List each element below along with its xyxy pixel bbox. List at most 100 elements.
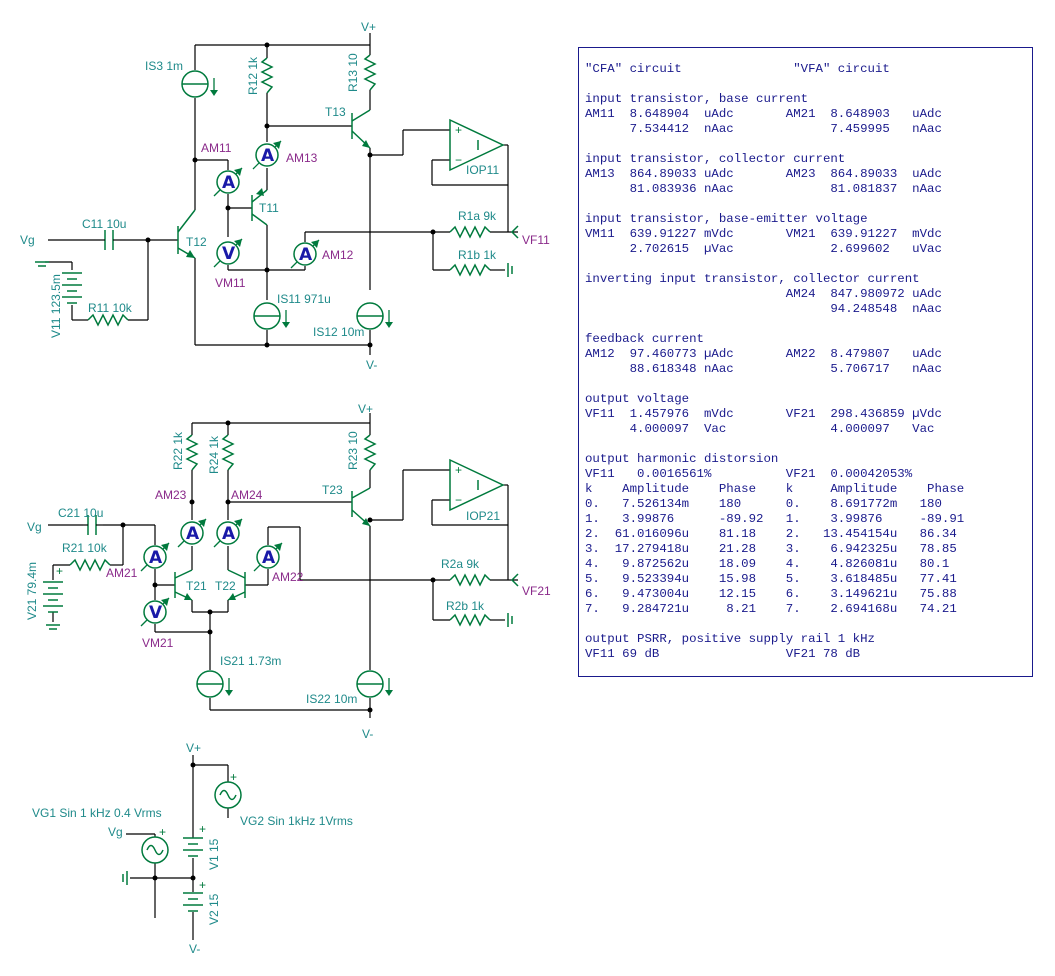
label: IOP21	[466, 509, 500, 523]
c21-capacitor	[83, 515, 103, 535]
svg-text:A: A	[299, 245, 313, 265]
report-line: feedback current	[585, 332, 704, 346]
report-line: AM11 8.648904 uAdc AM21 8.648903 uAdc	[585, 107, 942, 121]
label: V2 15	[207, 893, 221, 925]
svg-text:+: +	[230, 770, 237, 784]
ground-icon	[507, 612, 513, 628]
am13-ammeter: A	[252, 140, 282, 170]
label: R22 1k	[171, 431, 185, 470]
svg-text:A: A	[149, 548, 163, 568]
ground-icon	[45, 624, 61, 630]
is22-current-source	[356, 670, 394, 698]
label: AM22	[272, 570, 304, 584]
report-line: inverting input transistor, collector cu…	[585, 272, 920, 286]
label: VM11	[215, 276, 246, 290]
label: V21 79.4m	[25, 562, 39, 620]
v11-battery	[62, 272, 82, 304]
label: IOP11	[466, 163, 499, 177]
r23-resistor	[363, 434, 377, 471]
vfa-circuit: + A A A V A + − V+ V- R22 1k R24 1k R23 …	[25, 402, 551, 741]
svg-text:A: A	[262, 548, 276, 568]
report-line: input transistor, base-emitter voltage	[585, 212, 868, 226]
vm11-voltmeter: V	[213, 238, 243, 268]
svg-text:+: +	[159, 825, 166, 839]
label: AM23	[155, 488, 187, 502]
report-line: VF11 69 dB VF21 78 dB	[585, 647, 861, 661]
t12-transistor	[177, 209, 196, 259]
label: T12	[186, 235, 207, 249]
v1-battery: +	[183, 822, 206, 857]
r21-resistor	[69, 558, 111, 572]
report-line: output voltage	[585, 392, 690, 406]
report-line: 7. 9.284721u 8.21 7. 2.694168u 74.21	[585, 602, 957, 616]
report-line: AM13 864.89033 uAdc AM23 864.89033 uAdc	[585, 167, 942, 181]
label: Vg	[20, 233, 35, 247]
report-line: 94.248548 nAac	[585, 302, 942, 316]
label: Vg	[108, 825, 123, 839]
ground-icon	[34, 261, 50, 267]
label: V11 123.5m	[49, 274, 63, 338]
vm21-voltmeter: V	[140, 597, 170, 627]
svg-text:A: A	[261, 146, 275, 166]
label: VM21	[142, 636, 174, 650]
label: IS21 1.73m	[220, 654, 281, 668]
is21-current-source	[196, 670, 234, 698]
label: R1a 9k	[458, 209, 497, 223]
svg-text:V: V	[149, 603, 163, 623]
am12-ammeter: A	[290, 239, 320, 269]
svg-text:A: A	[222, 524, 236, 544]
r2a-resistor	[449, 573, 491, 587]
label: VG2 Sin 1kHz 1Vrms	[240, 814, 353, 828]
report-line: 0. 7.526134m 180 0. 8.691772m 180	[585, 497, 942, 511]
report-line: 6. 9.473004u 12.15 6. 3.149621u 75.88	[585, 587, 957, 601]
report-line: VF11 1.457976 mVdc VF21 298.436859 µVdc	[585, 407, 942, 421]
t23-transistor	[351, 487, 371, 527]
label: VG1 Sin 1 kHz 0.4 Vrms	[32, 806, 162, 820]
label: T21	[186, 579, 207, 593]
iop11-opamp: + −	[449, 118, 505, 172]
t22-transistor	[227, 569, 246, 601]
label: R11 10k	[88, 301, 133, 315]
am23-ammeter: A	[177, 518, 207, 548]
report-line: AM24 847.980972 uAdc	[585, 287, 942, 301]
is3-current-source	[181, 70, 219, 98]
label: IS12 10m	[313, 325, 364, 339]
svg-text:+: +	[199, 822, 206, 836]
svg-text:+: +	[455, 123, 462, 137]
r11-resistor	[87, 313, 129, 327]
label: R2b 1k	[446, 599, 485, 613]
svg-text:−: −	[455, 153, 462, 167]
v2-battery: +	[183, 878, 206, 912]
label: T23	[322, 483, 343, 497]
c11-capacitor	[100, 230, 120, 250]
report-line: k Amplitude Phase k Amplitude Phase	[585, 482, 965, 496]
report-line: AM12 97.460773 µAdc AM22 8.479807 uAdc	[585, 347, 942, 361]
label: V+	[358, 402, 373, 416]
cfa-circuit: A A V A + − V+ V- IS3 1m R12 1k R13 10 T…	[20, 20, 550, 372]
report-line: "CFA" circuit "VFA" circuit	[585, 62, 890, 76]
svg-text:+: +	[199, 878, 206, 892]
report-line: 4.000097 Vac 4.000097 Vac	[585, 422, 935, 436]
r22-resistor	[185, 434, 199, 471]
report-line: output PSRR, positive supply rail 1 kHz	[585, 632, 875, 646]
report-line: 81.083936 nAac 81.081837 nAac	[585, 182, 942, 196]
label: R21 10k	[62, 541, 108, 555]
report-line: 2.702615 µVac 2.699602 uVac	[585, 242, 942, 256]
v21-battery: +	[43, 564, 63, 613]
r2b-resistor	[449, 613, 491, 627]
svg-text:A: A	[186, 524, 200, 544]
report-line: 1. 3.99876 -89.92 1. 3.99876 -89.91	[585, 512, 965, 526]
report-line: 88.618348 nAac 5.706717 nAac	[585, 362, 942, 376]
r1a-resistor	[449, 225, 491, 239]
svg-text:A: A	[222, 173, 236, 193]
label: V-	[366, 358, 377, 372]
report-line: VM11 639.91227 mVdc VM21 639.91227 mVdc	[585, 227, 942, 241]
r24-resistor	[221, 434, 235, 471]
label: V1 15	[207, 838, 221, 870]
vf21-output-marker	[510, 573, 519, 587]
am24-ammeter: A	[213, 518, 243, 548]
label: R23 10	[346, 431, 360, 470]
report-line: output harmonic distorsion	[585, 452, 779, 466]
svg-text:V: V	[222, 244, 236, 264]
label: T13	[325, 105, 346, 119]
